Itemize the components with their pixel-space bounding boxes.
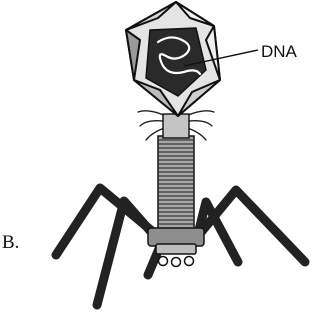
dna-label: DNA bbox=[261, 42, 298, 61]
option-letter: B. bbox=[2, 232, 19, 253]
tail-sheath bbox=[158, 136, 194, 230]
capsid-head bbox=[126, 2, 220, 116]
